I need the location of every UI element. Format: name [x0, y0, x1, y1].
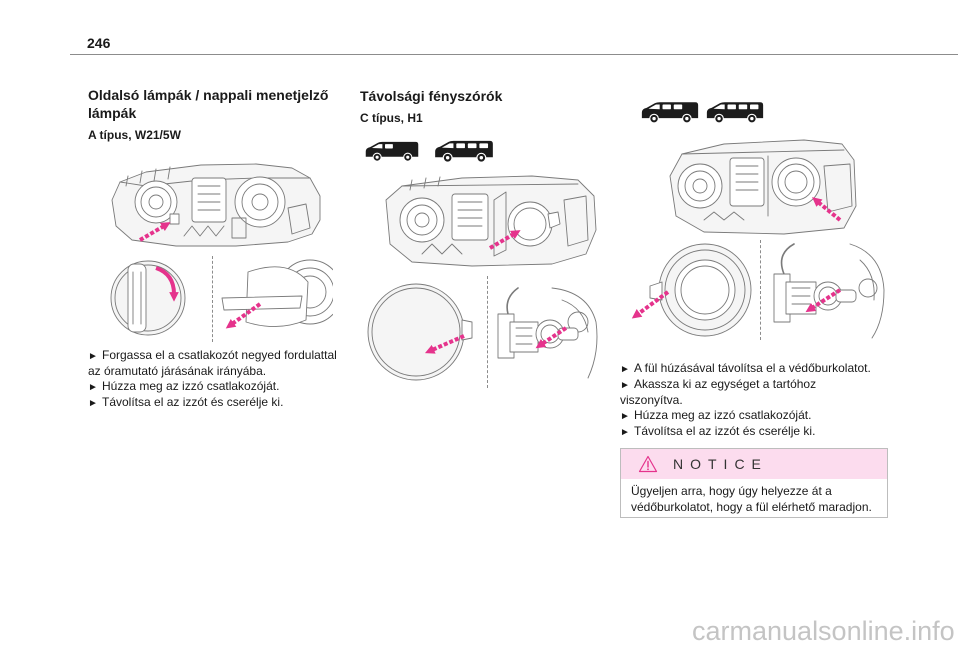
direction-arrow	[155, 266, 179, 302]
step-item: ► Távolítsa el az izzót és cserélje ki.	[620, 424, 876, 440]
step-item: ► Húzza meg az izzó csatlakozóját.	[88, 379, 346, 395]
notice-box: NOTICE Ügyeljen arra, hogy úgy helyezze …	[620, 448, 888, 518]
van-icon	[641, 102, 699, 124]
main-beam-steps: ► A fül húzásával távolítsa el a védőburk…	[620, 361, 876, 440]
protective-cover-ring-illustration	[631, 243, 752, 337]
connector-pull-illustration	[221, 259, 333, 329]
notice-header: NOTICE	[621, 449, 887, 479]
direction-arrow	[535, 326, 568, 349]
direction-arrow	[805, 288, 842, 313]
step-bullet: ►	[88, 398, 98, 409]
direction-arrow	[138, 222, 171, 242]
direction-arrow	[488, 230, 521, 250]
van-icon	[365, 141, 419, 162]
illustration-divider	[760, 240, 761, 340]
header-rule	[70, 54, 958, 55]
illustration-divider	[487, 276, 488, 388]
step-item: ► Távolítsa el az izzót és cserélje ki.	[88, 395, 346, 411]
van-icon	[435, 140, 493, 163]
notice-body: Ügyeljen arra, hogy úgy helyezze át a vé…	[631, 484, 872, 514]
step-text: Húzza meg az izzó csatlakozóját.	[102, 379, 280, 393]
step-item: ► A fül húzásával távolítsa el a védőburk…	[620, 361, 876, 377]
step-item: ►Forgassa el a csatlakozót negyed fordul…	[88, 348, 346, 379]
step-text: Húzza meg az izzó csatlakozóját.	[634, 408, 812, 422]
step-bullet: ►	[620, 380, 630, 391]
protective-cover-illustration	[367, 283, 473, 381]
step-bullet: ►	[88, 351, 98, 362]
step-text: A fül húzásával távolítsa el a védőburko…	[634, 361, 871, 375]
step-item: ► Húzza meg az izzó csatlakozóját.	[620, 408, 876, 424]
illustration-divider	[212, 256, 213, 342]
step-text: Távolítsa el az izzót és cserélje ki.	[634, 424, 816, 438]
main-beam-heading: Távolsági fényszórók	[360, 88, 503, 104]
step-text: Távolítsa el az izzót és cserélje ki.	[102, 395, 284, 409]
step-bullet: ►	[620, 364, 630, 375]
main-beam-subheading: C típus, H1	[360, 111, 423, 125]
side-lamps-steps: ►Forgassa el a csatlakozót negyed fordul…	[88, 348, 346, 411]
step-bullet: ►	[620, 427, 630, 438]
watermark: carmanualsonline.info	[692, 616, 955, 646]
connector-rotate-illustration	[110, 260, 186, 336]
main-beam-headlight-illustration	[385, 175, 597, 267]
step-text: Forgassa el a csatlakozót negyed fordula…	[88, 348, 337, 378]
bulb-unit-illustration	[497, 287, 598, 379]
step-bullet: ►	[88, 382, 98, 393]
step-text: Akassza ki az egységet a tartóhoz viszon…	[620, 377, 817, 407]
warning-icon	[638, 455, 658, 473]
step-item: ►Akassza ki az egységet a tartóhoz viszo…	[620, 377, 876, 408]
step-bullet: ►	[620, 411, 630, 422]
side-lamps-heading: Oldalsó lámpák / nappali menetjelző lámp…	[88, 87, 329, 121]
main-beam-headlight-illustration	[669, 139, 857, 235]
van-icon	[706, 102, 764, 124]
notice-title: NOTICE	[673, 456, 768, 472]
direction-arrow	[812, 197, 842, 222]
bulb-unit-illustration	[773, 243, 885, 339]
page-number: 246	[87, 35, 111, 51]
side-lamp-headlight-illustration	[111, 163, 321, 247]
side-lamps-subheading: A típus, W21/5W	[88, 128, 181, 142]
direction-arrow	[631, 290, 670, 319]
